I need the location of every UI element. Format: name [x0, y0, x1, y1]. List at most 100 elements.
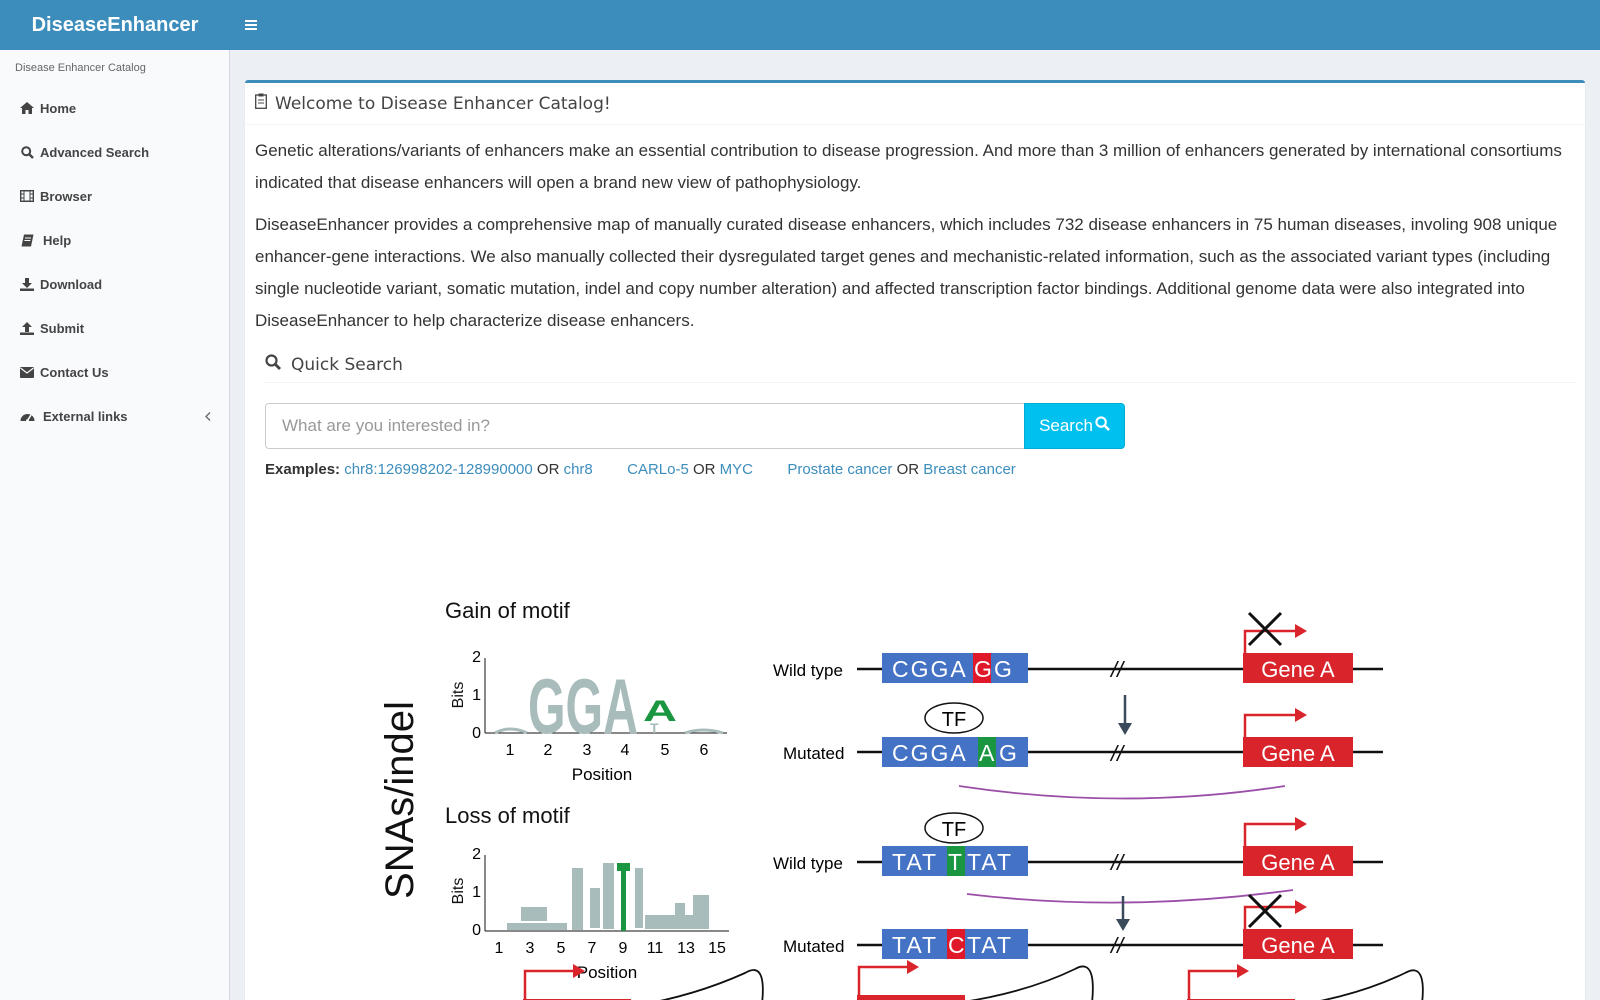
- search-examples: Examples: chr8:126998202-128990000 OR ch…: [265, 461, 1016, 478]
- film-icon: [18, 189, 36, 203]
- break-marker: //: [1109, 741, 1125, 766]
- x-tick: 2: [544, 742, 553, 759]
- envelope-icon: [18, 365, 36, 379]
- sidebar-item-external-links[interactable]: External links: [0, 394, 229, 438]
- sidebar-item-download[interactable]: Download: [0, 262, 229, 306]
- logo-letter-low: T: [650, 720, 659, 736]
- sequence-suffix: G: [994, 656, 1012, 682]
- tf-label: TF: [942, 819, 966, 841]
- mutated-label: Mutated: [783, 937, 844, 956]
- logo-letters: GGA: [528, 662, 638, 750]
- intro-paragraph-1: Genetic alterations/variants of enhancer…: [255, 141, 1562, 192]
- sequence-prefix: CGGA: [892, 656, 968, 682]
- break-marker: //: [1109, 850, 1125, 875]
- x-tick: 5: [661, 742, 670, 759]
- x-tick: 1: [495, 940, 504, 957]
- sequence-variant: G: [974, 656, 992, 682]
- hamburger-icon: [245, 20, 257, 30]
- sequence-suffix: TAT: [967, 849, 1013, 875]
- book-icon: [18, 233, 36, 247]
- upload-icon: [18, 321, 36, 335]
- example-link-region[interactable]: chr8:126998202-128990000: [344, 461, 533, 478]
- y-tick: 2: [472, 846, 481, 863]
- panel-header: Welcome to Disease Enhancer Catalog!: [245, 83, 1585, 125]
- sidebar-item-label: Browser: [40, 188, 93, 204]
- sidebar-item-advanced-search[interactable]: Advanced Search: [0, 130, 229, 174]
- logo-letter-top: A: [643, 695, 677, 728]
- welcome-panel: Welcome to Disease Enhancer Catalog! Gen…: [245, 80, 1585, 1000]
- y-tick: 0: [472, 922, 481, 939]
- search-button-label: Search: [1039, 416, 1093, 435]
- x-tick: 5: [557, 940, 566, 957]
- wild-type-label: Wild type: [773, 854, 843, 873]
- sidebar-header: Disease Enhancer Catalog: [15, 62, 146, 74]
- x-tick: 3: [526, 940, 535, 957]
- sequence-variant: C: [948, 932, 965, 958]
- sidebar-item-label: Submit: [40, 320, 85, 336]
- mutated-label: Mutated: [783, 744, 844, 763]
- example-link-disease-1[interactable]: Prostate cancer: [787, 461, 893, 478]
- sequence-variant: A: [979, 740, 995, 766]
- search-button[interactable]: Search: [1024, 403, 1125, 449]
- example-link-disease-2[interactable]: Breast cancer: [923, 461, 1016, 478]
- x-tick: 13: [677, 940, 695, 957]
- x-tick: 15: [708, 940, 726, 957]
- intro-paragraph-2: DiseaseEnhancer provides a comprehensive…: [255, 215, 1558, 330]
- bits-label: Bits: [450, 878, 467, 905]
- or-separator: OR: [536, 461, 560, 478]
- x-tick: 1: [506, 742, 515, 759]
- sidebar-item-help[interactable]: Help: [0, 218, 229, 262]
- sequence-prefix: CGGA: [892, 740, 968, 766]
- or-separator: OR: [692, 461, 716, 478]
- sequence-variant: T: [948, 849, 962, 875]
- tachometer-icon: [18, 409, 36, 423]
- tf-label: TF: [942, 709, 966, 731]
- sequence-prefix: TAT: [892, 849, 938, 875]
- home-icon: [18, 101, 36, 115]
- position-label: Position: [572, 765, 632, 784]
- y-tick: 0: [472, 725, 481, 742]
- sequence-suffix: G: [999, 740, 1017, 766]
- example-link-gene[interactable]: MYC: [719, 461, 753, 478]
- page-title: Welcome to Disease Enhancer Catalog!: [275, 93, 611, 114]
- sidebar-item-label: External links: [43, 408, 128, 424]
- chevron-left-icon[interactable]: [205, 409, 211, 424]
- position-label: Position: [577, 963, 637, 982]
- search-icon: [18, 145, 36, 159]
- sidebar-item-label: Advanced Search: [40, 144, 150, 160]
- y-tick: 2: [472, 649, 481, 666]
- sidebar-item-submit[interactable]: Submit: [0, 306, 229, 350]
- example-link-chromosome[interactable]: chr8: [563, 461, 593, 478]
- sidebar-toggle-button[interactable]: [240, 15, 262, 35]
- x-tick: 4: [621, 742, 630, 759]
- loss-of-motif-title: Loss of motif: [445, 803, 571, 828]
- y-tick: 1: [472, 884, 481, 901]
- sidebar-item-browser[interactable]: Browser: [0, 174, 229, 218]
- y-tick: 1: [472, 687, 481, 704]
- x-tick: 7: [588, 940, 597, 957]
- break-marker: //: [1109, 657, 1125, 682]
- quick-search-title: Quick Search: [291, 354, 403, 375]
- search-icon: [265, 354, 281, 375]
- wild-type-label: Wild type: [773, 661, 843, 680]
- sidebar: Disease Enhancer Catalog Home Advanced S…: [0, 50, 230, 1000]
- app-logo[interactable]: DiseaseEnhancer: [31, 14, 199, 36]
- sidebar-item-home[interactable]: Home: [0, 86, 229, 130]
- sequence-suffix: TAT: [967, 932, 1013, 958]
- examples-label: Examples:: [265, 461, 341, 478]
- top-navbar: DiseaseEnhancer: [0, 0, 1600, 50]
- quick-search-header: Quick Search: [265, 347, 1575, 383]
- sidebar-item-label: Download: [40, 276, 103, 292]
- gene-label: Gene A: [874, 996, 948, 1000]
- sidebar-item-contact-us[interactable]: Contact Us: [0, 350, 229, 394]
- quick-search-input[interactable]: [265, 403, 1025, 449]
- x-tick: 3: [583, 742, 592, 759]
- bits-label: Bits: [450, 682, 467, 709]
- figure-side-label: SNAs/indel: [378, 701, 422, 899]
- x-tick: 11: [647, 940, 664, 957]
- gene-label: Gene A: [1261, 850, 1335, 875]
- x-tick: 6: [700, 742, 709, 759]
- break-marker: //: [1109, 933, 1125, 958]
- example-link-enhancer[interactable]: CARLo-5: [627, 461, 689, 478]
- sidebar-item-label: Contact Us: [40, 364, 109, 380]
